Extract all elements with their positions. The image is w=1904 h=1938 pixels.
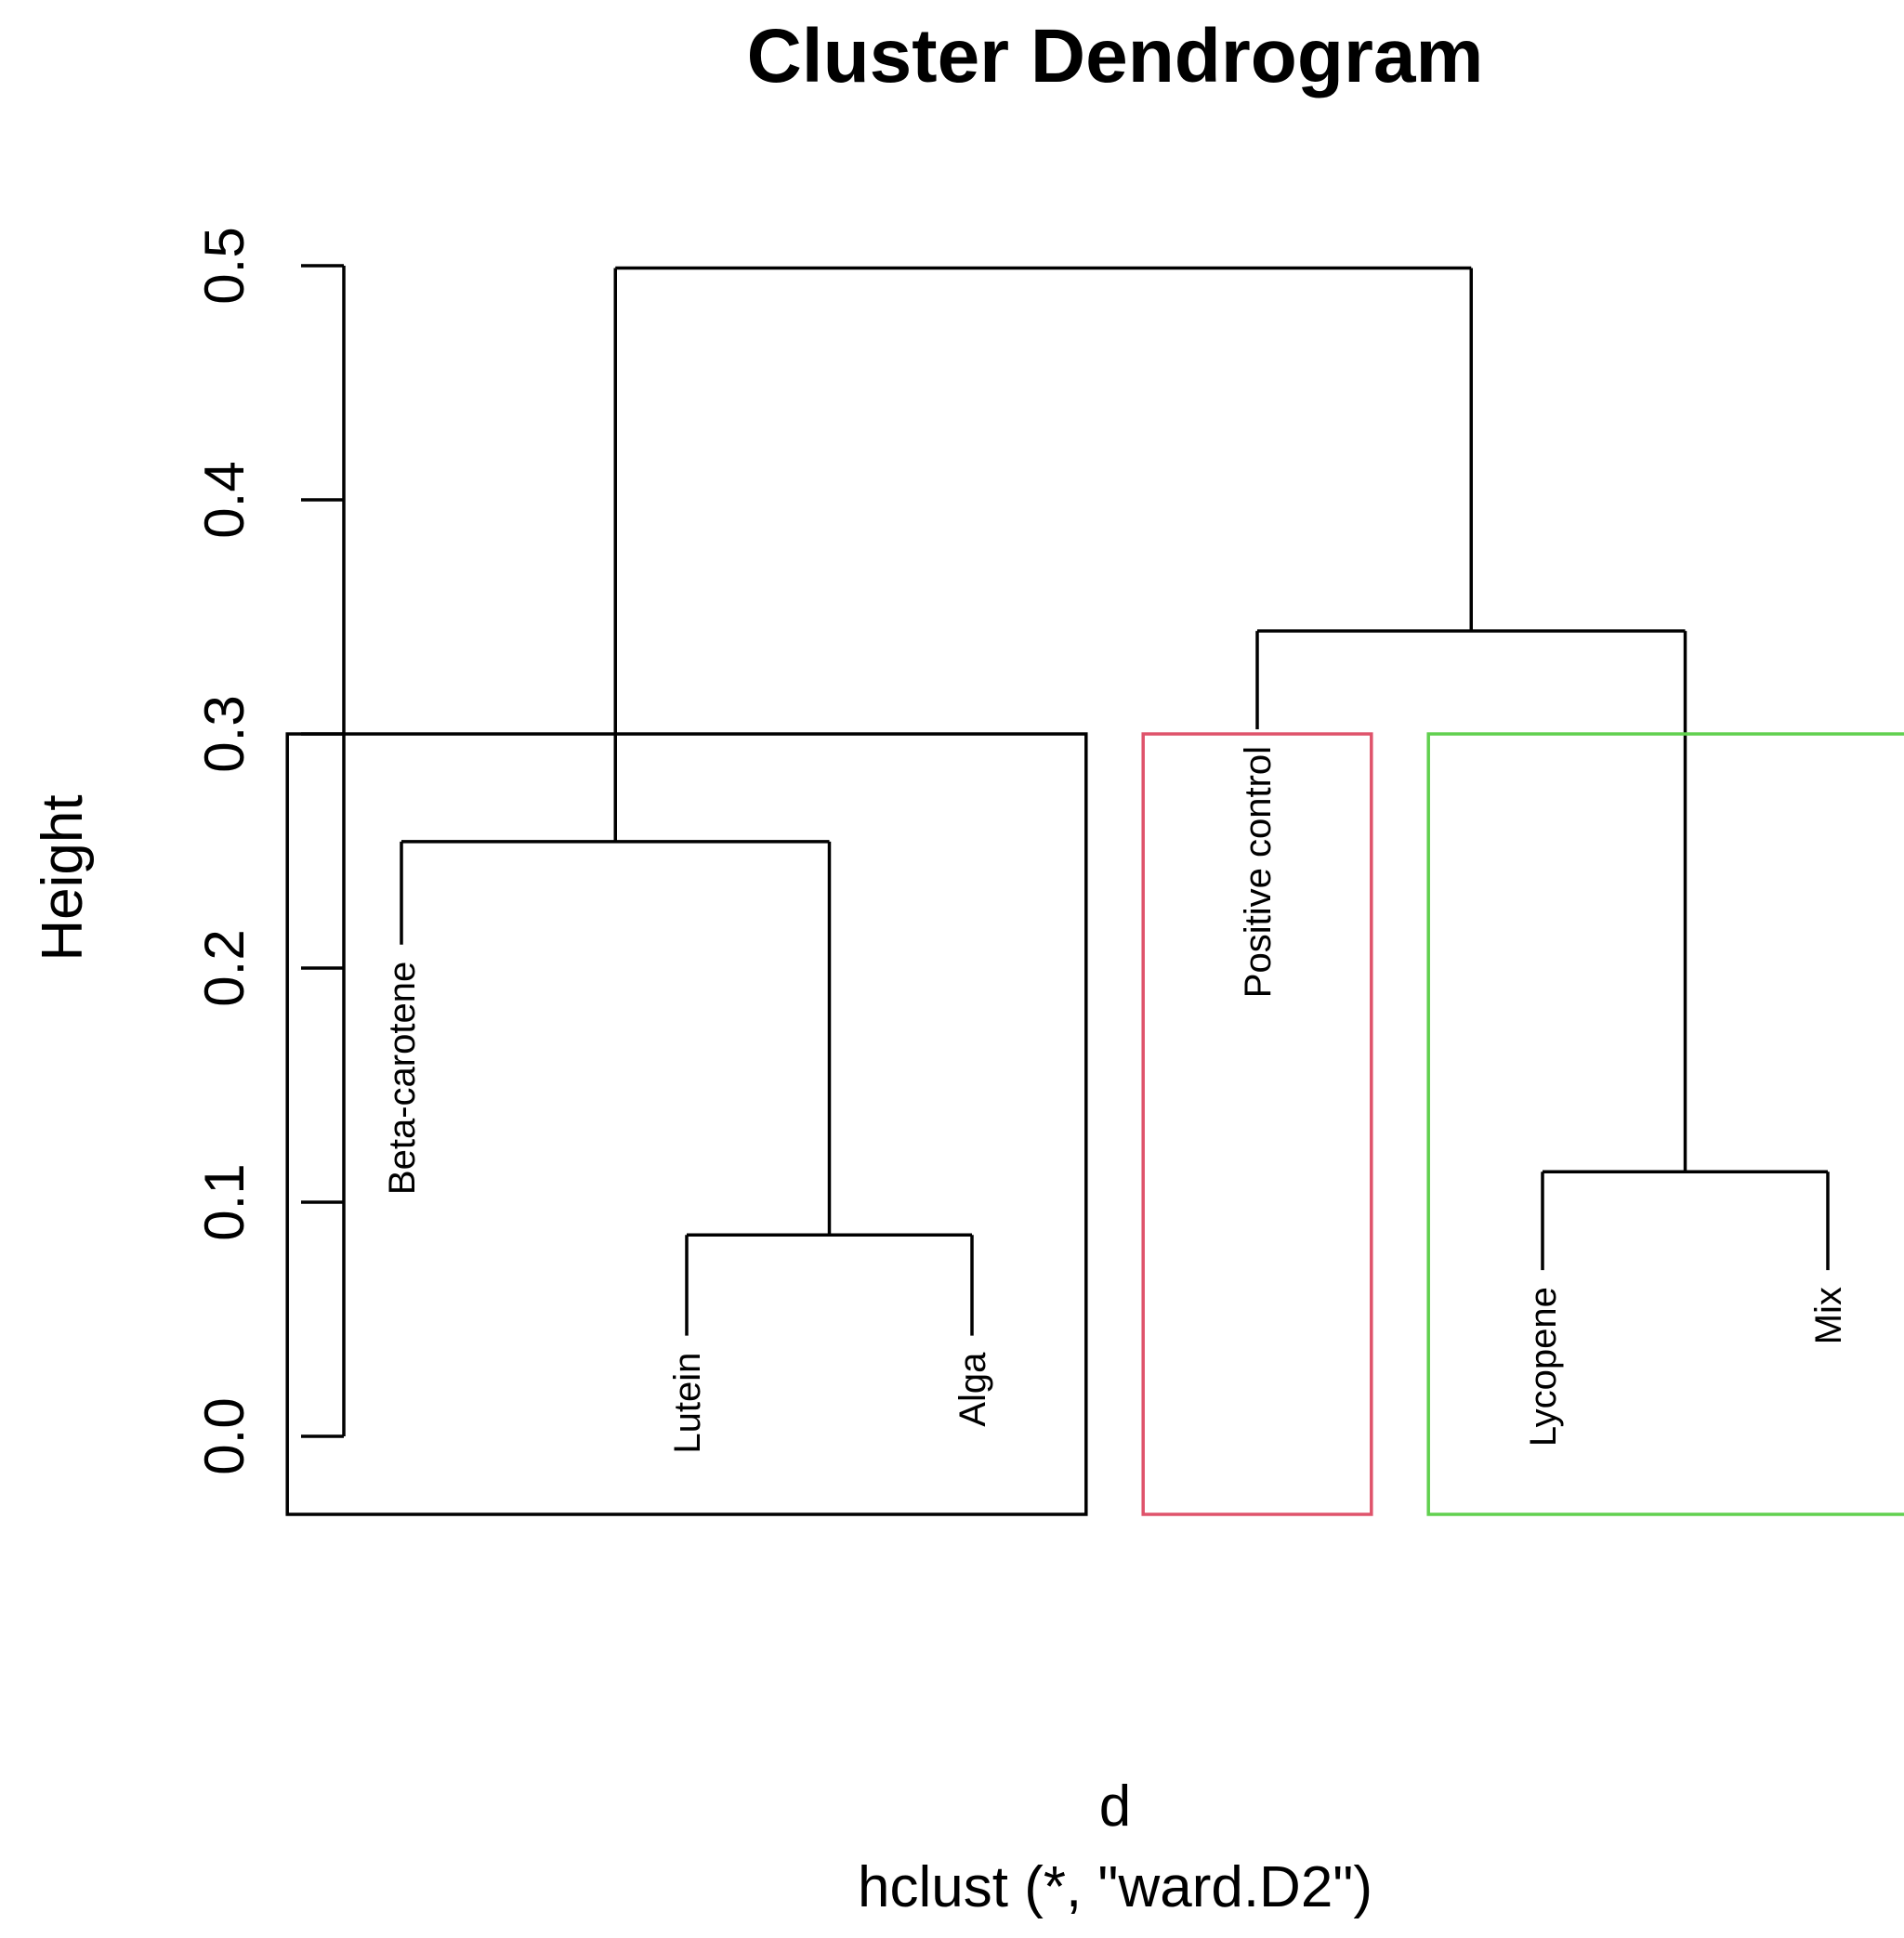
- chart-title: Cluster Dendrogram: [747, 14, 1484, 98]
- leaf-label: Positive control: [1238, 746, 1279, 998]
- y-tick-label: 0.3: [193, 695, 256, 772]
- y-tick-label: 0.1: [193, 1163, 256, 1240]
- y-axis-label: Height: [31, 794, 95, 961]
- y-tick-label: 0.2: [193, 929, 256, 1006]
- leaf-label: Lycopene: [1523, 1287, 1564, 1447]
- leaf-label: Alga: [952, 1352, 993, 1427]
- y-tick-label: 0.5: [193, 227, 256, 304]
- leaf-label: Lutein: [667, 1353, 708, 1454]
- x-axis-label: d: [1099, 1774, 1131, 1839]
- leaf-label: Beta-carotene: [382, 962, 423, 1195]
- cluster-rectangle: [1141, 732, 1373, 1516]
- dendrogram-branches: [400, 266, 1830, 1336]
- y-tick-label: 0.4: [193, 461, 256, 538]
- cluster-rectangle: [1426, 732, 1904, 1516]
- y-tick-label: 0.0: [193, 1397, 256, 1474]
- cluster-rectangles: [285, 732, 1904, 1516]
- y-axis: 0.0 0.1 0.2 0.3 0.4 0.5: [193, 227, 346, 1475]
- cluster-rectangle: [285, 732, 1088, 1516]
- x-axis-sublabel: hclust (*, "ward.D2"): [858, 1855, 1372, 1919]
- leaf-label: Mix: [1808, 1287, 1849, 1344]
